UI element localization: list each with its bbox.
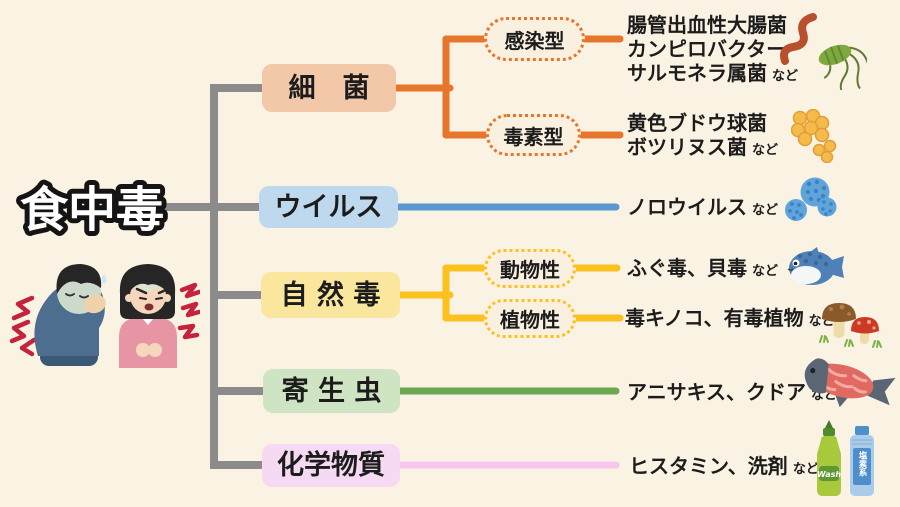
examples-animal: ふぐ毒、貝毒など (627, 256, 778, 284)
pain-marks-left (9, 295, 37, 357)
sick-man (34, 264, 107, 366)
subtype-plant: 植物性 (484, 299, 576, 338)
subtype-label: 感染型 (504, 28, 565, 53)
fish-icon (804, 358, 896, 408)
subtype-animal: 動物性 (484, 249, 576, 288)
category-label: 化学物質 (277, 450, 385, 481)
diagram-title-text: 食中毒 (20, 182, 164, 238)
example-text: ボツリヌス菌 (627, 135, 747, 159)
etc-suffix: など (752, 264, 779, 279)
category-virus: ウイルス (259, 186, 398, 228)
examples-virus: ノロウイルスなど (627, 195, 778, 223)
subtype-infection: 感染型 (484, 17, 585, 61)
example-line: ボツリヌス菌など (627, 135, 778, 163)
example-text: ヒスタミン、洗剤 (629, 454, 788, 478)
category-bacteria: 細 菌 (262, 64, 396, 112)
pain-marks-right (177, 282, 200, 340)
category-label: 細 菌 (288, 72, 370, 104)
pufferfish-icon (787, 247, 844, 285)
staphylococcus-cluster-icon (791, 109, 837, 163)
example-text: 黄色ブドウ球菌 (627, 111, 767, 135)
example-text: 腸管出血性大腸菌 (627, 13, 787, 37)
category-label: ウイルス (274, 191, 383, 223)
examples-infection: 腸管出血性大腸菌 カンピロバクター サルモネラ属菌など (627, 13, 798, 89)
category-label: 寄 生 虫 (281, 375, 382, 407)
category-natural-toxin: 自 然 毒 (261, 272, 400, 318)
ecoli-shape (818, 44, 867, 91)
examples-chemical: ヒスタミン、洗剤など (629, 454, 819, 482)
etc-suffix: など (752, 203, 779, 218)
campylobacter-shape (780, 13, 817, 65)
subtype-label: 動物性 (500, 258, 560, 282)
sick-woman (119, 264, 177, 368)
detergent-bottles-icon: Wash 塩素系 (817, 420, 874, 496)
category-parasite: 寄 生 虫 (263, 369, 400, 413)
example-text: アニサキス、クドア (627, 380, 806, 404)
examples-toxin: 黄色ブドウ球菌 ボツリヌス菌など (627, 111, 778, 163)
examples-plant: 毒キノコ、有毒植物など (625, 306, 835, 334)
subtype-toxin: 毒素型 (486, 114, 581, 156)
example-text: 毒キノコ、有毒植物 (625, 306, 804, 330)
example-text: サルモネラ属菌 (627, 61, 767, 85)
etc-suffix: など (792, 462, 819, 477)
examples-parasite: アニサキス、クドアなど (627, 380, 837, 408)
example-text: カンピロバクター (627, 37, 787, 61)
category-chemical: 化学物質 (262, 444, 400, 487)
example-line: カンピロバクター (627, 37, 798, 61)
diagram-title: 食中毒 (15, 177, 169, 243)
poison-mushrooms-icon (819, 303, 882, 348)
trunk-line (210, 84, 262, 469)
green-bottle-label: Wash (817, 470, 841, 479)
blue-bottle-label: 塩素系 (857, 450, 867, 477)
subtype-label: 植物性 (500, 308, 560, 332)
example-line: サルモネラ属菌など (627, 61, 798, 89)
subtype-label: 毒素型 (503, 124, 564, 149)
bacteria-icon (780, 13, 867, 91)
example-text: ノロウイルス (627, 195, 747, 219)
etc-suffix: など (752, 143, 779, 158)
example-text: ふぐ毒、貝毒 (627, 256, 747, 280)
etc-suffix: など (772, 69, 799, 84)
example-line: 腸管出血性大腸菌 (627, 13, 798, 37)
category-label: 自 然 毒 (280, 279, 381, 311)
norovirus-icon (785, 177, 837, 221)
sick-people-illustration (9, 264, 200, 368)
example-line: 黄色ブドウ球菌 (627, 111, 778, 135)
